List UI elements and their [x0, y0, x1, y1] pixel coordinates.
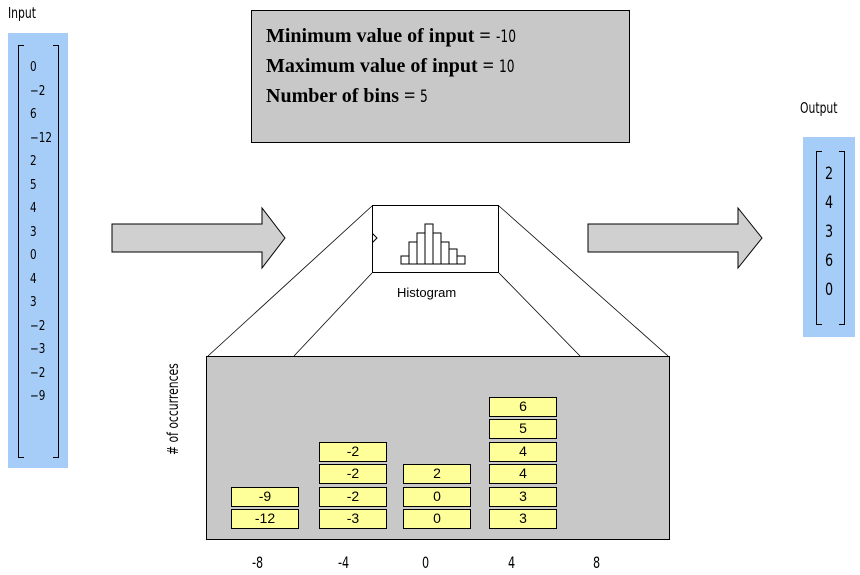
output-value: 6: [825, 251, 834, 271]
zoom-line-left-outer: [207, 205, 373, 357]
x-tick-label: -4: [338, 553, 350, 572]
right-bracket: [839, 151, 845, 325]
input-value: 6: [30, 107, 37, 122]
input-value: −2: [30, 83, 46, 99]
input-value: 3: [30, 224, 37, 240]
output-values: 2 4 3 6 0: [825, 159, 845, 304]
output-value: 3: [825, 222, 834, 242]
histogram-cell: -2: [319, 464, 387, 484]
histogram-cell: -3: [319, 509, 387, 529]
left-bracket: [18, 45, 24, 458]
bins-param: Number of bins = 5: [266, 85, 429, 107]
max-param: Maximum value of input = 10: [266, 55, 515, 77]
histogram-icon: [373, 223, 466, 265]
histogram-block-label: Histogram: [397, 285, 457, 300]
histogram-cell: 3: [489, 509, 557, 529]
y-axis-label: # of occurrences: [164, 363, 182, 455]
input-value: 4: [30, 271, 37, 287]
zoom-line-right-outer: [498, 205, 669, 357]
histogram-cell: 0: [403, 509, 471, 529]
histogram-block[interactable]: [372, 205, 499, 273]
input-value: −3: [30, 342, 46, 357]
histogram-cell: -12: [231, 509, 299, 529]
min-param: Minimum value of input = -10: [266, 25, 516, 47]
right-bracket: [53, 45, 59, 458]
x-tick-label: 8: [593, 553, 601, 572]
output-value: 0: [825, 280, 834, 300]
histogram-cell: -9: [231, 486, 299, 507]
input-value: 0: [30, 248, 37, 263]
histogram-cell: 2: [403, 464, 471, 484]
input-value: 0: [30, 60, 37, 75]
input-value: −2: [30, 318, 46, 334]
input-value: 2: [30, 154, 37, 169]
input-value: 4: [30, 201, 37, 216]
input-values: 0 −2 6 −12 2 5 4 3 0 4 3 −2 −3 −2 −9: [30, 55, 64, 408]
output-arrow: [587, 206, 763, 270]
output-value: 4: [825, 193, 834, 213]
zoom-line-left-inner: [293, 272, 373, 357]
input-value: 3: [30, 295, 37, 310]
x-tick-label: -8: [252, 553, 264, 572]
x-tick-label: 0: [422, 553, 430, 572]
input-value: 5: [30, 177, 37, 193]
parameters-box: Minimum value of input = -10 Maximum val…: [251, 10, 630, 143]
input-value: −2: [30, 365, 46, 381]
output-label: Output: [800, 99, 838, 117]
histogram-cell: 4: [489, 441, 557, 462]
histogram-cell: 0: [403, 486, 471, 507]
zoom-line-right-inner: [498, 272, 581, 357]
x-tick-label: 4: [508, 553, 516, 572]
histogram-cell: 3: [489, 486, 557, 507]
histogram-cell: -2: [319, 441, 387, 462]
input-value: −12: [30, 130, 52, 146]
input-value: −9: [30, 389, 46, 404]
output-vector: 2 4 3 6 0: [803, 137, 855, 337]
input-arrow: [111, 206, 286, 270]
histogram-cell: 5: [489, 419, 557, 439]
histogram-cell: 6: [489, 396, 557, 417]
histogram-cell: 4: [489, 464, 557, 484]
left-bracket: [816, 151, 822, 325]
input-vector: 0 −2 6 −12 2 5 4 3 0 4 3 −2 −3 −2 −9: [8, 33, 68, 468]
input-label: Input: [8, 4, 36, 22]
histogram-cell: -2: [319, 486, 387, 507]
output-value: 2: [825, 164, 834, 184]
